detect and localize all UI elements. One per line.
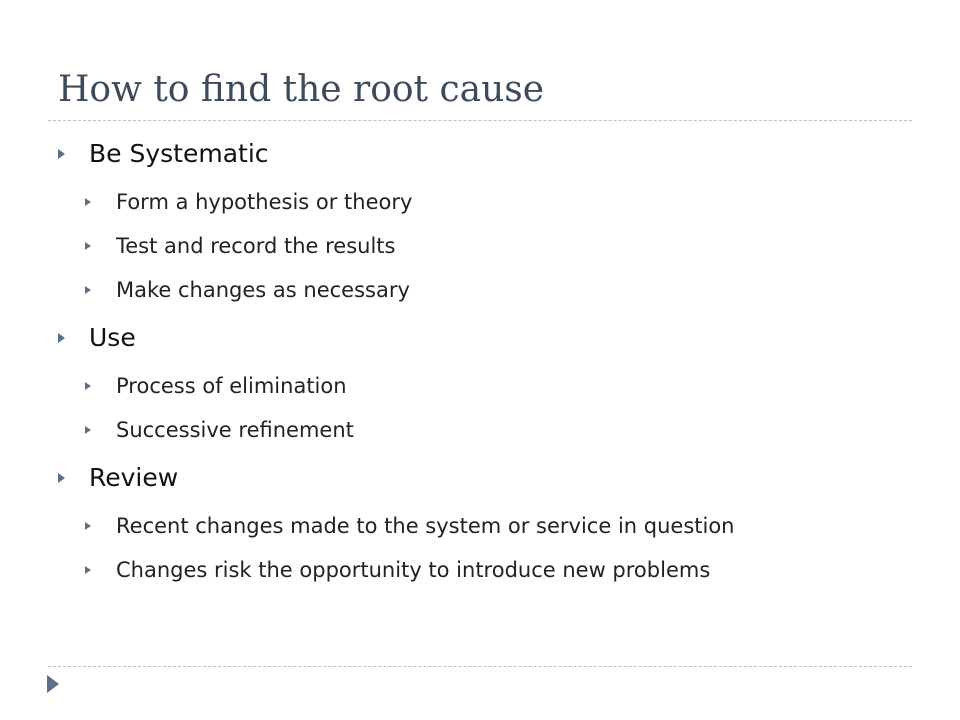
- triangle-bullet-icon: [85, 565, 91, 574]
- sub-bullet-text: Successive refinement: [116, 418, 354, 442]
- triangle-bullet-icon: [85, 241, 91, 250]
- corner-triangle-icon: [47, 675, 59, 693]
- sub-bullet-successive-refinement: Successive refinement: [58, 408, 918, 452]
- triangle-bullet-icon: [58, 333, 65, 343]
- triangle-bullet-icon: [85, 197, 91, 206]
- triangle-bullet-icon: [85, 425, 91, 434]
- bullet-list: Be Systematic Form a hypothesis or theor…: [58, 128, 918, 592]
- triangle-bullet-icon: [85, 381, 91, 390]
- sub-bullet-text: Make changes as necessary: [116, 278, 410, 302]
- bullet-review: Review: [58, 452, 918, 504]
- bullet-text: Use: [89, 323, 136, 352]
- triangle-bullet-icon: [85, 521, 91, 530]
- bullet-text: Review: [89, 463, 179, 492]
- sub-bullet-text: Form a hypothesis or theory: [116, 190, 413, 214]
- sub-bullet-process-elimination: Process of elimination: [58, 364, 918, 408]
- sub-bullet-text: Process of elimination: [116, 374, 347, 398]
- footer-divider: [48, 666, 912, 667]
- triangle-bullet-icon: [58, 473, 65, 483]
- bullet-text: Be Systematic: [89, 139, 269, 168]
- title-divider: [48, 120, 912, 121]
- sub-bullet-test-record: Test and record the results: [58, 224, 918, 268]
- bullet-be-systematic: Be Systematic: [58, 128, 918, 180]
- sub-bullet-form-hypothesis: Form a hypothesis or theory: [58, 180, 918, 224]
- sub-bullet-make-changes: Make changes as necessary: [58, 268, 918, 312]
- triangle-bullet-icon: [58, 149, 65, 159]
- sub-bullet-text: Changes risk the opportunity to introduc…: [116, 558, 711, 582]
- slide-title: How to find the root cause: [58, 69, 545, 110]
- sub-bullet-changes-risk: Changes risk the opportunity to introduc…: [58, 548, 918, 592]
- sub-bullet-recent-changes: Recent changes made to the system or ser…: [58, 504, 918, 548]
- sub-bullet-text: Recent changes made to the system or ser…: [116, 514, 735, 538]
- bullet-use: Use: [58, 312, 918, 364]
- sub-bullet-text: Test and record the results: [116, 234, 396, 258]
- triangle-bullet-icon: [85, 285, 91, 294]
